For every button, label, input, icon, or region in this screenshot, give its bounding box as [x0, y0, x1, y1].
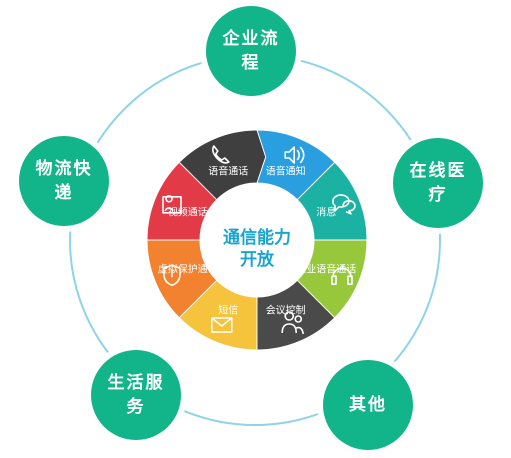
speaker-icon [284, 146, 305, 164]
ring-segment-label: 虚拟保护通话 [158, 263, 218, 276]
group-icon [281, 311, 305, 335]
headset-icon [331, 267, 353, 286]
node-enterprise-process[interactable]: 企业流程 [206, 6, 296, 96]
node-logistics[interactable]: 物流快递 [19, 136, 109, 226]
envelope-icon [210, 317, 233, 333]
node-other[interactable]: 其他 [323, 360, 413, 450]
node-label: 其他 [349, 395, 387, 415]
chat-bubble-icon [332, 194, 356, 215]
node-label: 物流快递 [35, 159, 93, 203]
video-call-icon [162, 195, 182, 214]
ring-segment-label: 语音通知 [266, 165, 306, 178]
ring-segment-label: 消息 [316, 205, 336, 218]
ring-segment-label: 语音通话 [208, 165, 248, 178]
node-label: 在线医疗 [409, 161, 467, 205]
phone-icon [212, 145, 230, 164]
ring-segment-label: 视频通话 [168, 205, 208, 218]
node-label: 企业流程 [222, 29, 280, 73]
ring-segment-label: 短信 [218, 303, 238, 316]
ring-segment-label: 企业语音通话 [296, 263, 356, 276]
shield-icon [163, 264, 181, 287]
node-label: 生活服务 [107, 373, 165, 417]
node-life-services[interactable]: 生活服务 [91, 350, 181, 440]
center-title-line2: 开放 [240, 249, 275, 270]
center-disc [200, 183, 314, 297]
ring-segment-label: 会议控制 [266, 303, 306, 316]
center-title-line1: 通信能力 [223, 227, 291, 248]
node-online-medical[interactable]: 在线医疗 [393, 138, 483, 228]
